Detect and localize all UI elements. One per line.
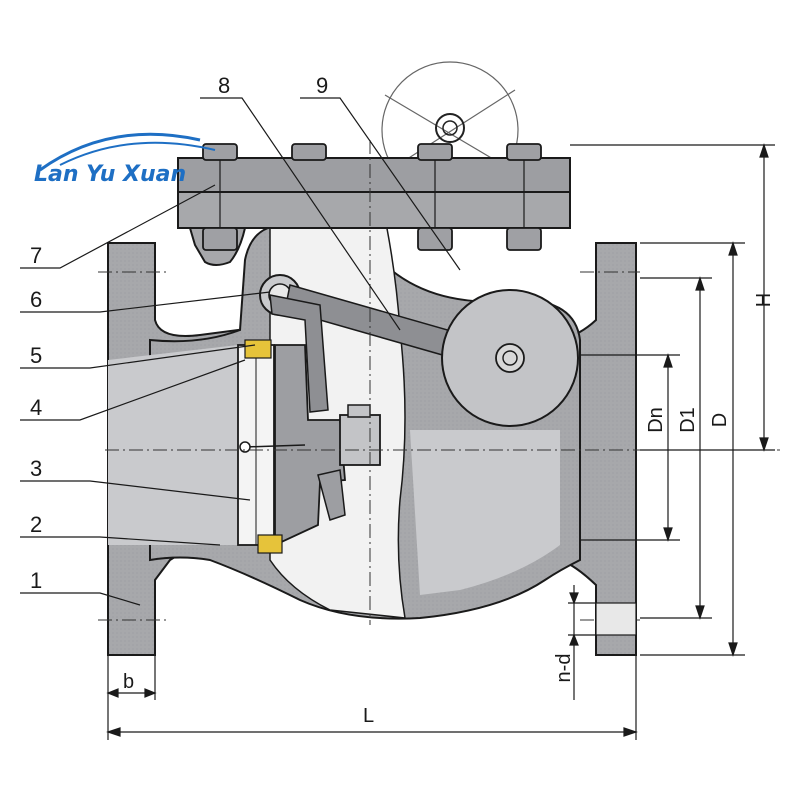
disc-open: [441, 289, 579, 427]
logo-text: Lan Yu Xuan: [34, 162, 187, 187]
dim-D1: D1: [677, 407, 699, 433]
bonnet-lower: [177, 191, 571, 229]
part-label-9: 9: [316, 73, 328, 98]
dim-Dn: Dn: [645, 407, 667, 433]
part-label-8: 8: [218, 73, 230, 98]
swing-arm-closed: [269, 294, 329, 413]
bolt-shanks: [219, 160, 525, 228]
part-label-5: 5: [30, 343, 42, 368]
logo-swoosh: [39, 132, 216, 172]
dimension-labels: L b H Dn D1 D n-d: [123, 293, 775, 727]
bonnet-cover: [177, 157, 571, 193]
part-label-3: 3: [30, 456, 42, 481]
part-label-4: 4: [30, 395, 42, 420]
cover-bolts: [202, 143, 542, 251]
part-label-2: 2: [30, 512, 42, 537]
dim-b: b: [123, 671, 134, 693]
leader-lines: [20, 97, 461, 606]
disc-nut: [317, 404, 381, 521]
dim-D: D: [709, 413, 731, 427]
disc-stem: [239, 441, 306, 453]
outlet-passage: [410, 430, 560, 595]
dim-H: H: [753, 293, 775, 307]
dim-nd: n-d: [553, 654, 575, 683]
brand-logo: Lan Yu Xuan: [28, 148, 228, 208]
part-label-7: 7: [30, 243, 42, 268]
dim-L: L: [363, 705, 374, 727]
disc-closed: [274, 344, 346, 547]
seat-accent-top: [244, 339, 272, 359]
flange-bolt-hole: [595, 602, 637, 636]
seat-accent-bottom: [257, 534, 283, 554]
part-label-1: 1: [30, 568, 42, 593]
part-numbers: 1 2 3 4 5 6 7 8 9: [30, 73, 328, 593]
dimension-lines: [106, 143, 775, 740]
flow-passage: [108, 345, 238, 545]
part-label-6: 6: [30, 287, 42, 312]
